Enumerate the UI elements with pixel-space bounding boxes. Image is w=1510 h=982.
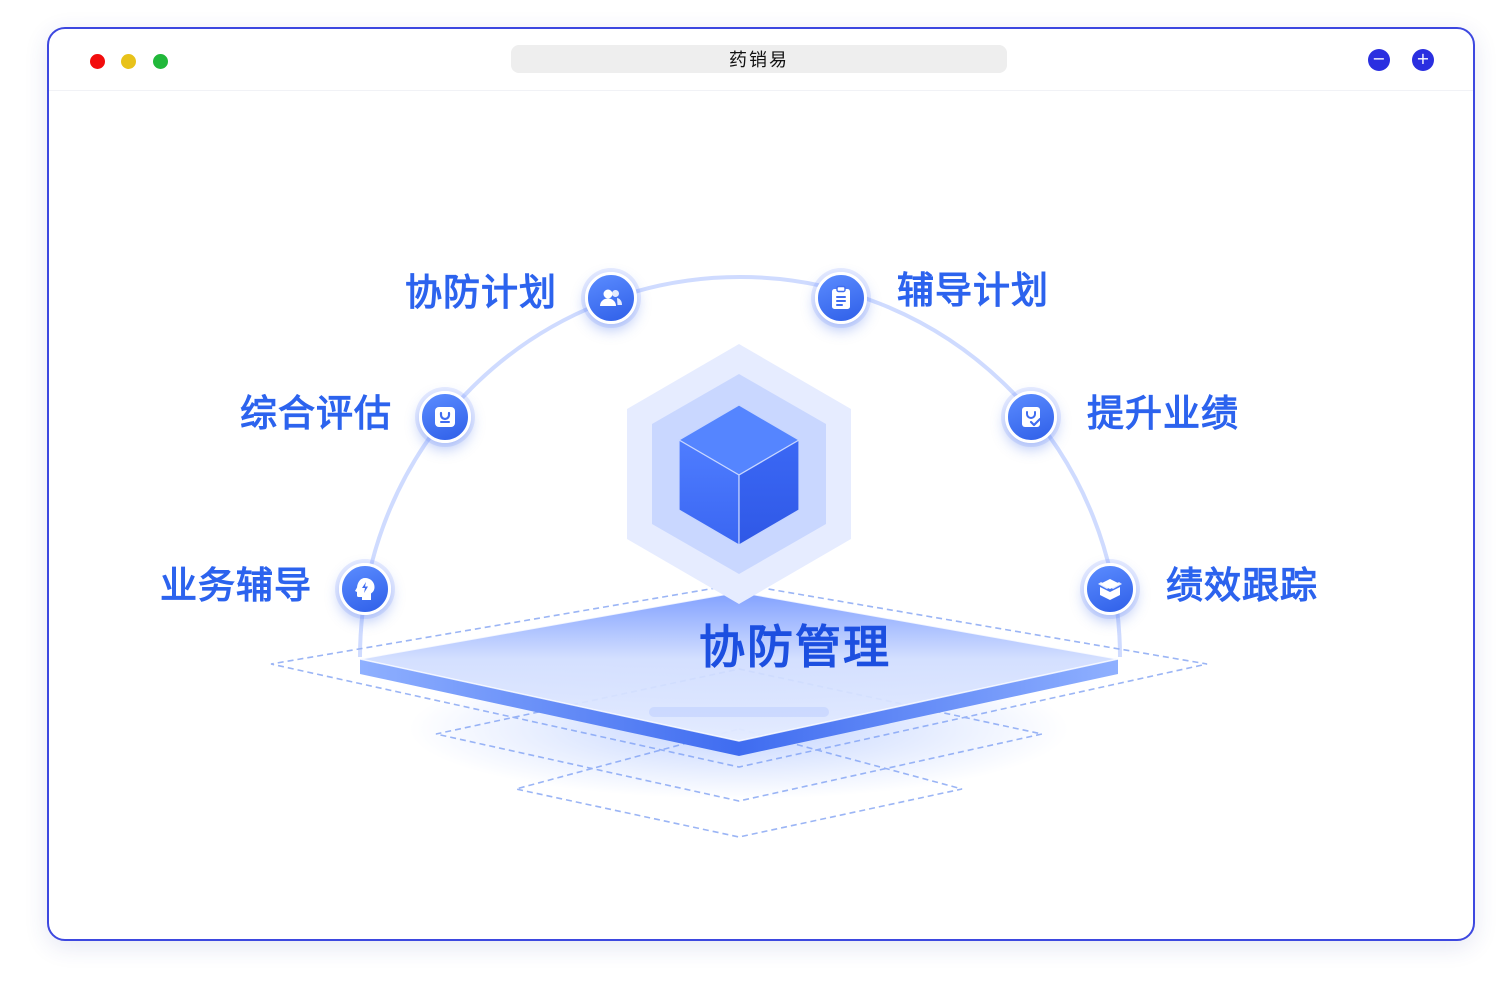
diagram-scene xyxy=(270,275,1208,838)
center-label: 协防管理 xyxy=(699,620,891,674)
assessment-icon xyxy=(435,407,455,427)
box-icon xyxy=(1098,579,1122,600)
close-dot[interactable] xyxy=(90,54,105,69)
label-collab-plan: 协防计划 xyxy=(405,271,557,314)
platform-top xyxy=(359,591,1119,742)
lightning-head-icon xyxy=(355,578,375,600)
clipboard-icon xyxy=(832,285,850,309)
label-business-coaching: 业务辅导 xyxy=(160,564,312,607)
maximize-button[interactable]: + xyxy=(1412,49,1434,71)
minimize-dot[interactable] xyxy=(121,54,136,69)
node-improve-performance[interactable] xyxy=(1005,391,1057,443)
orbit-arc xyxy=(358,275,1122,658)
node-performance-tracking[interactable] xyxy=(1084,563,1136,615)
window-title: 药销易 xyxy=(729,50,789,71)
node-business-coaching[interactable] xyxy=(339,563,391,615)
node-assessment[interactable] xyxy=(419,391,471,443)
cube xyxy=(678,404,800,546)
label-performance-tracking: 绩效跟踪 xyxy=(1166,564,1318,607)
zoom-dot[interactable] xyxy=(153,54,168,69)
minus-icon: − xyxy=(1372,49,1386,68)
users-icon xyxy=(600,289,622,306)
label-improve-performance: 提升业绩 xyxy=(1087,392,1239,435)
plus-icon: + xyxy=(1416,49,1430,68)
node-collab-plan[interactable] xyxy=(585,272,637,324)
title-field: 药销易 xyxy=(511,45,1007,73)
checklist-icon xyxy=(1022,407,1042,427)
label-coaching-plan: 辅导计划 xyxy=(897,269,1049,312)
minimize-button[interactable]: − xyxy=(1368,49,1390,71)
title-bar: 药销易 − + xyxy=(49,29,1473,91)
node-coaching-plan[interactable] xyxy=(815,272,867,324)
app-window: 药销易 − + xyxy=(47,27,1475,941)
label-assessment: 综合评估 xyxy=(240,392,392,435)
